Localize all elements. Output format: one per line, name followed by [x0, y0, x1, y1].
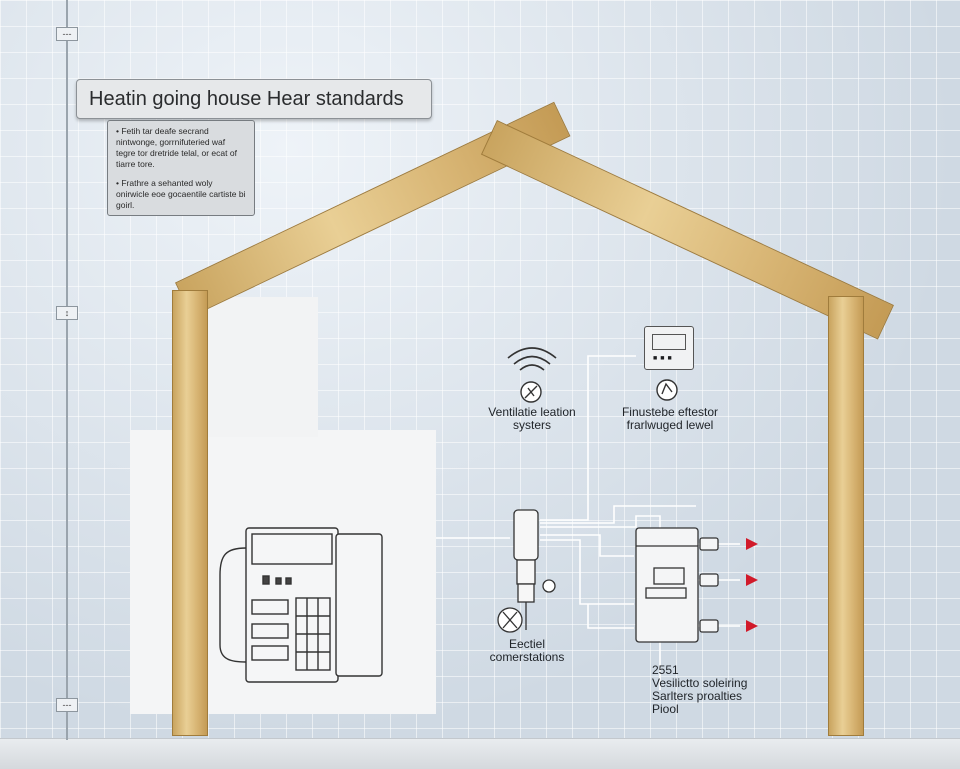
ruler-mark-top: ---: [56, 27, 78, 41]
ruler-mark-middle: ↕: [56, 306, 78, 320]
page-title: Heatin going house Hear standards: [76, 79, 432, 119]
electrical-panel: [635, 527, 719, 643]
valve-assembly: [497, 509, 556, 633]
note-2: • Frathre a sehanted woly onirwicle eoe …: [116, 178, 246, 210]
hand-icon: [656, 379, 678, 401]
ruler-mark-bottom: ---: [56, 698, 78, 712]
duct-panel: [208, 297, 318, 437]
note-1: • Fetih tar deafe secrand nintwonge, gor…: [116, 126, 237, 169]
vertical-ruler: [66, 0, 68, 740]
wall-post-right: [828, 296, 864, 736]
thermostat-screen: [652, 334, 686, 350]
notes-panel: • Fetih tar deafe secrand nintwonge, gor…: [107, 120, 255, 216]
wall-post-left: [172, 290, 208, 736]
red-arrow-2: [746, 574, 758, 586]
fan-icon: [520, 381, 542, 403]
label-ventilation: Ventilatie leation systers: [488, 405, 576, 432]
thermostat-device: ■■■: [644, 326, 694, 370]
label-bottom-note: 2551 Vesilictto soleiring Sarlters proal…: [652, 663, 748, 716]
wifi-icon: [507, 347, 557, 371]
floor: [0, 738, 960, 769]
red-arrow-3: [746, 620, 758, 632]
red-arrow-1: [746, 538, 758, 550]
thermostat-buttons: ■■■: [653, 355, 675, 362]
heating-unit: [219, 527, 383, 683]
label-thermostat: Finustebe eftestor frarlwuged lewel: [621, 405, 719, 432]
label-electrical: Eectiel comerstations: [489, 637, 565, 664]
